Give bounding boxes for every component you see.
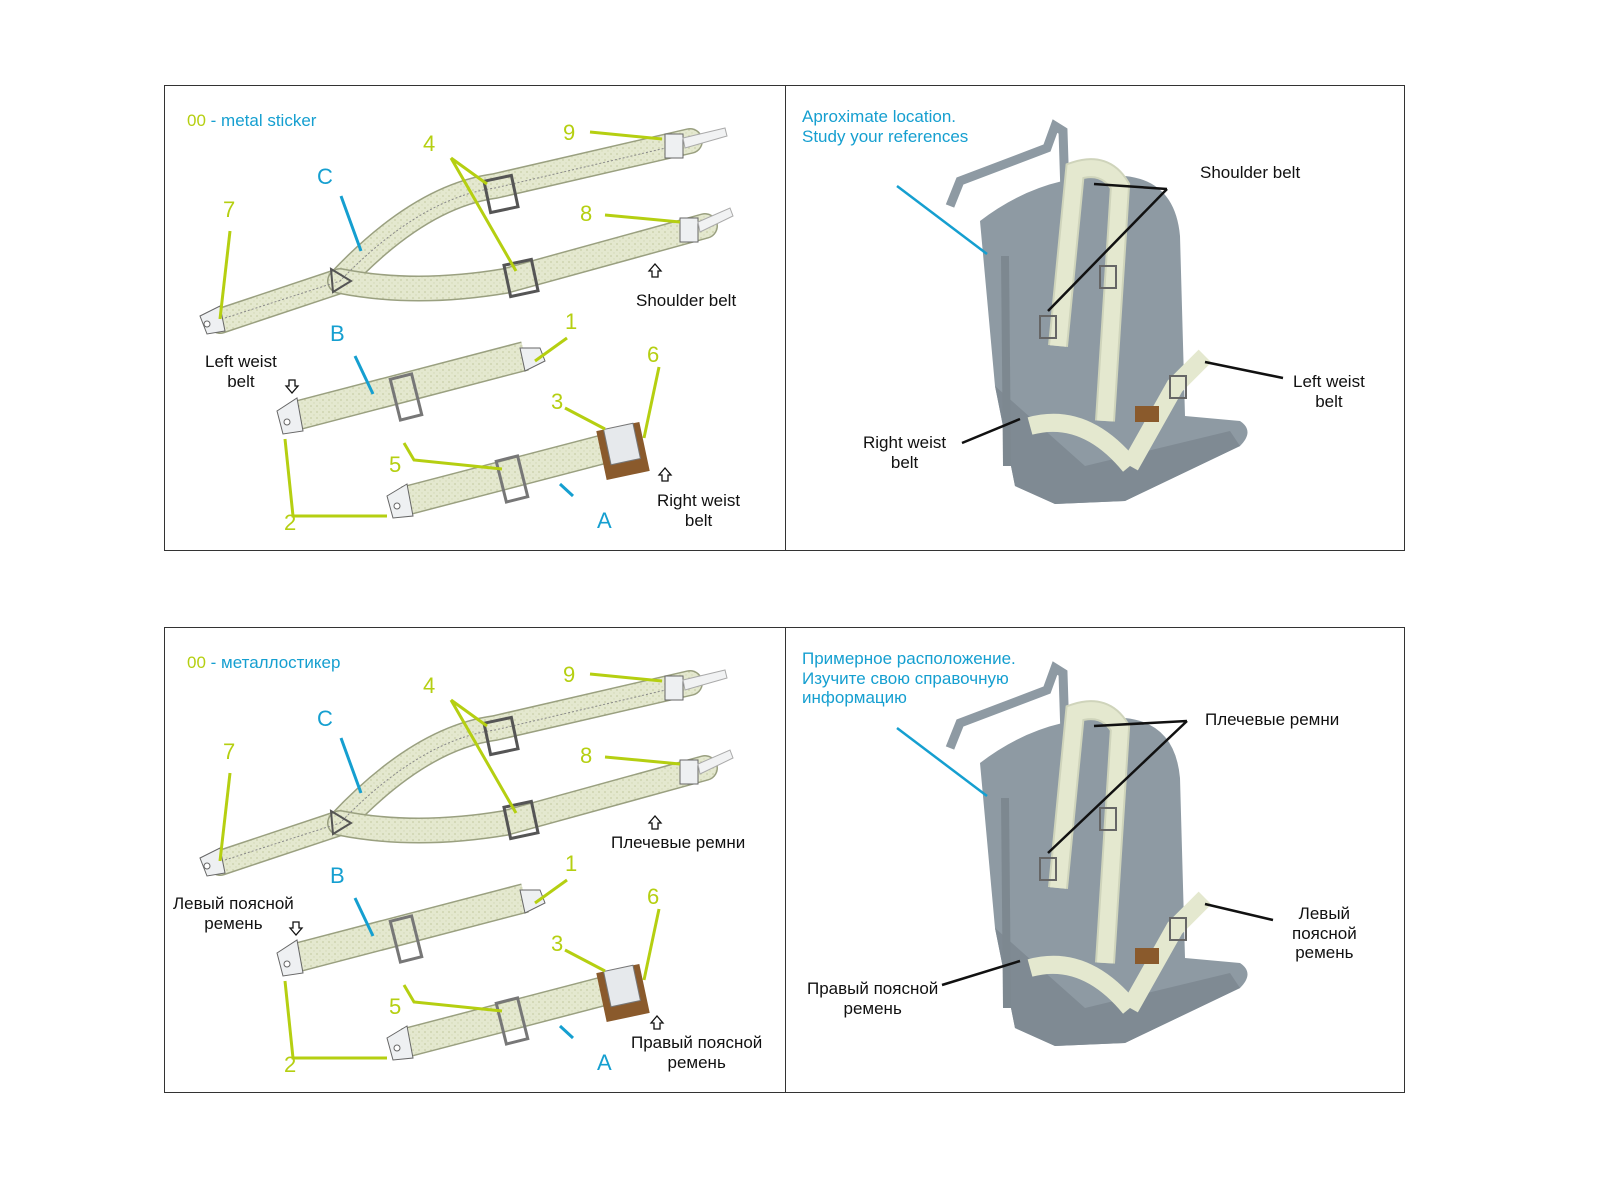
callout-lines-numbers	[218, 672, 681, 1060]
part-number-3: 3	[551, 389, 564, 414]
part-number-9: 9	[563, 662, 576, 687]
seat-illustration	[945, 661, 1248, 1046]
seat-left-waist-belt-label: Левый поясной ремень	[1292, 904, 1357, 963]
part-number-6: 6	[647, 342, 660, 367]
instruction-panel-russian: 00 - металлостикер 9 4 C 7 8 Плечевые ре…	[164, 627, 1405, 1093]
location-note: Примерное расположение. Изучите свою спр…	[802, 649, 1016, 708]
part-number-6: 6	[647, 884, 660, 909]
location-note-line	[896, 727, 988, 797]
part-number-3: 3	[551, 931, 564, 956]
part-number-9: 9	[563, 120, 576, 145]
callout-lines-letters	[339, 737, 575, 1040]
belt-parts-illustration	[199, 119, 1284, 519]
seat-right-waist-belt-label: Right weist belt	[863, 433, 947, 472]
part-letter-a: A	[597, 508, 612, 533]
belt-parts-illustration	[199, 661, 1274, 1061]
part-number-8: 8	[580, 201, 593, 226]
callout-lines-numbers	[218, 130, 681, 518]
part-number-7: 7	[223, 197, 236, 222]
part-number-8: 8	[580, 743, 593, 768]
location-note: Aproximate location. Study your referenc…	[802, 107, 969, 146]
part-number-4: 4	[423, 131, 436, 156]
right-waist-belt-drawing	[386, 963, 650, 1061]
shoulder-harness-drawing	[199, 669, 734, 877]
panel-divider	[785, 628, 786, 1092]
material-legend: 00 - металлостикер	[187, 653, 340, 673]
seat-shoulder-belt-label: Плечевые ремни	[1205, 710, 1340, 729]
legend-sep: -	[205, 653, 222, 672]
arrow-icons	[284, 263, 673, 482]
part-number-2: 2	[284, 510, 297, 535]
part-number-1: 1	[565, 309, 578, 334]
seat-callout-lines	[961, 182, 1284, 445]
callout-lines-letters	[339, 195, 575, 498]
legend-sep: -	[205, 111, 222, 130]
seat-illustration	[945, 119, 1248, 504]
left-waist-belt-drawing	[276, 341, 546, 435]
right-waist-belt-label: Right weist belt	[657, 491, 741, 530]
left-waist-belt-label: Левый поясной ремень	[173, 894, 294, 933]
seat-shoulder-belt-label: Shoulder belt	[1200, 163, 1301, 182]
arrow-icons	[288, 815, 665, 1030]
part-number-5: 5	[389, 994, 402, 1019]
material-name: металлостикер	[221, 653, 341, 672]
part-number-4: 4	[423, 673, 436, 698]
seat-left-waist-belt-label: Left weist belt	[1293, 372, 1365, 411]
buckle-upper	[482, 173, 520, 215]
right-waist-belt-label: Правый поясной ремень	[631, 1033, 763, 1072]
shoulder-belt-label: Плечевые ремни	[611, 833, 746, 852]
shoulder-belt-label: Shoulder belt	[636, 291, 737, 310]
part-letter-b: B	[330, 863, 345, 888]
part-code: 00	[187, 653, 206, 672]
instruction-panel-english: 00 - metal sticker 9 4 C 7 8 Shoulder be…	[164, 85, 1405, 551]
panel-divider	[785, 86, 786, 550]
part-letter-c: C	[317, 164, 333, 189]
seat-right-waist-belt-label: Правый поясной ремень	[807, 979, 939, 1018]
seat-callout-lines	[941, 719, 1274, 987]
part-code: 00	[187, 111, 206, 130]
left-waist-belt-drawing	[276, 883, 546, 977]
part-letter-c: C	[317, 706, 333, 731]
shoulder-harness-drawing	[199, 127, 734, 335]
part-number-1: 1	[565, 851, 578, 876]
material-legend: 00 - metal sticker	[187, 111, 316, 131]
part-number-2: 2	[284, 1052, 297, 1077]
location-note-line	[896, 185, 988, 255]
right-waist-belt-drawing	[386, 421, 650, 519]
part-number-5: 5	[389, 452, 402, 477]
part-number-7: 7	[223, 739, 236, 764]
part-letter-a: A	[597, 1050, 612, 1075]
metal-buckle	[602, 422, 642, 466]
buckle-lower	[502, 257, 540, 299]
material-name: metal sticker	[221, 111, 317, 130]
left-waist-belt-label: Left weist belt	[205, 352, 277, 391]
part-letter-b: B	[330, 321, 345, 346]
